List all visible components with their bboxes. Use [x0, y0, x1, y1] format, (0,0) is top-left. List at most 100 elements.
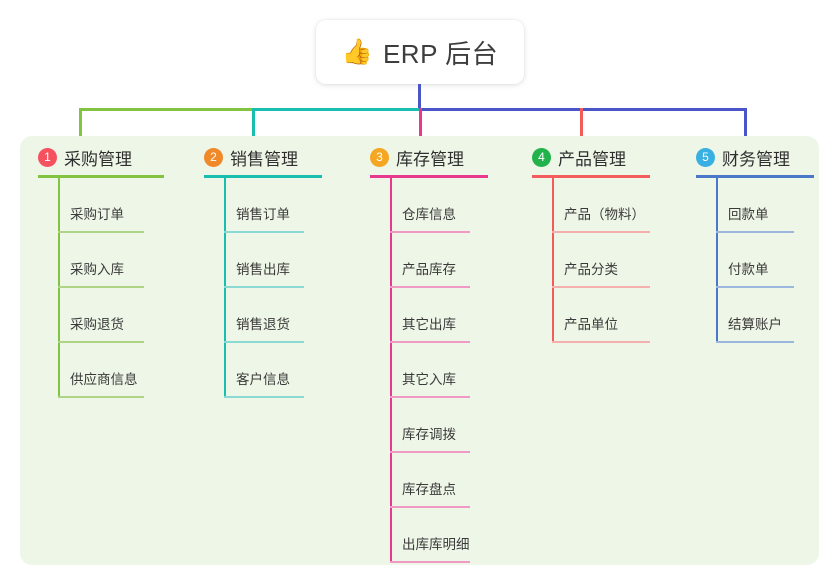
branch-header-3[interactable]: 3 库存管理	[352, 144, 488, 170]
branch-item[interactable]: 库存调拨	[352, 398, 488, 453]
branch-item-rule	[58, 231, 144, 233]
branch-number-badge: 1	[38, 147, 57, 167]
branch-spine	[58, 178, 60, 398]
branch-header-rule	[696, 175, 814, 178]
connector-bus-teal	[252, 108, 419, 111]
branch-header-4[interactable]: 4 产品管理	[514, 144, 650, 170]
branch-item[interactable]: 采购入库	[20, 233, 164, 288]
connector-drop-1	[79, 108, 82, 138]
branch-item-label: 产品分类	[564, 262, 618, 277]
branch-item-label: 库存调拨	[402, 427, 456, 442]
branch-item-label: 销售出库	[236, 262, 290, 277]
branch-item-label: 客户信息	[236, 372, 290, 387]
branch-spine	[224, 178, 226, 398]
branch-item-label: 回款单	[728, 207, 769, 222]
branch-item-rule	[552, 231, 650, 233]
branch-item-rule	[58, 396, 144, 398]
branch-item[interactable]: 销售订单	[186, 178, 322, 233]
branch-item-rule	[552, 341, 650, 343]
connector-drop-3	[419, 108, 422, 138]
branch-item-label: 其它入库	[402, 372, 456, 387]
branch-item[interactable]: 采购订单	[20, 178, 164, 233]
branch-item-label: 结算账户	[728, 317, 782, 332]
connector-bus-green	[79, 108, 252, 111]
branch-title: 产品管理	[558, 149, 626, 169]
branch-item[interactable]: 销售退货	[186, 288, 322, 343]
branch-item-rule	[390, 561, 470, 563]
branch-item-rule	[224, 231, 304, 233]
branch-item[interactable]: 产品单位	[514, 288, 650, 343]
diagram-panel	[20, 136, 819, 565]
branch-item-label: 付款单	[728, 262, 769, 277]
connector-drop-5	[744, 108, 747, 138]
branch-spine	[716, 178, 718, 343]
branch-item[interactable]: 销售出库	[186, 233, 322, 288]
branch-item-rule	[390, 451, 470, 453]
branch-item-label: 产品库存	[402, 262, 456, 277]
branch-column-4[interactable]: 4 产品管理产品（物料） 产品分类产品单位	[514, 144, 650, 343]
branch-item[interactable]: 出库库明细	[352, 508, 488, 563]
branch-title: 销售管理	[230, 149, 298, 169]
branch-item-label: 采购入库	[70, 262, 124, 277]
branch-item[interactable]: 供应商信息	[20, 343, 164, 398]
branch-item[interactable]: 采购退货	[20, 288, 164, 343]
branch-header-rule	[370, 175, 488, 178]
branch-item[interactable]: 结算账户	[678, 288, 814, 343]
branch-item-rule	[58, 341, 144, 343]
branch-item-rule	[390, 286, 470, 288]
branch-item-rule	[716, 286, 794, 288]
root-node[interactable]: 👍 ERP 后台	[316, 20, 524, 84]
branch-item-label: 采购退货	[70, 317, 124, 332]
branch-spine	[552, 178, 554, 343]
branch-item[interactable]: 付款单	[678, 233, 814, 288]
branch-header-rule	[204, 175, 322, 178]
branch-item-label: 采购订单	[70, 207, 124, 222]
branch-header-rule	[38, 175, 164, 178]
branch-item[interactable]: 产品库存	[352, 233, 488, 288]
branch-body: 采购订单采购入库采购退货供应商信息	[20, 178, 164, 398]
branch-header-1[interactable]: 1 采购管理	[20, 144, 164, 170]
branch-title: 库存管理	[396, 149, 464, 169]
branch-item-rule	[390, 341, 470, 343]
root-title: ERP 后台	[382, 38, 499, 69]
branch-item-label: 供应商信息	[70, 372, 138, 387]
branch-number-badge: 4	[532, 147, 551, 167]
connector-root-stem	[418, 84, 421, 110]
connector-drop-2	[252, 108, 255, 138]
branch-item-rule	[224, 341, 304, 343]
branch-number-badge: 3	[370, 147, 389, 167]
branch-item[interactable]: 产品（物料）	[514, 178, 650, 233]
branch-item[interactable]: 客户信息	[186, 343, 322, 398]
branch-item-rule	[716, 231, 794, 233]
branch-item-label: 销售订单	[236, 207, 290, 222]
branch-column-3[interactable]: 3 库存管理仓库信息产品库存其它出库其它入库库存调拨库存盘点出库库明细	[352, 144, 488, 563]
branch-item[interactable]: 产品分类	[514, 233, 650, 288]
branch-item-rule	[390, 231, 470, 233]
branch-item-label: 仓库信息	[402, 207, 456, 222]
connector-drop-4	[580, 108, 583, 138]
branch-item-rule	[716, 341, 794, 343]
branch-item-rule	[552, 286, 650, 288]
branch-title: 采购管理	[64, 149, 132, 169]
branch-item-label: 产品（物料）	[564, 207, 645, 222]
branch-item[interactable]: 库存盘点	[352, 453, 488, 508]
branch-item[interactable]: 其它入库	[352, 343, 488, 398]
branch-item-rule	[390, 396, 470, 398]
branch-item[interactable]: 其它出库	[352, 288, 488, 343]
branch-item[interactable]: 仓库信息	[352, 178, 488, 233]
branch-item-rule	[58, 286, 144, 288]
branch-item-rule	[224, 286, 304, 288]
thumbs-up-icon: 👍	[341, 37, 373, 66]
branch-body: 回款单付款单结算账户	[678, 178, 814, 343]
branch-item-rule	[224, 396, 304, 398]
branch-number-badge: 5	[696, 147, 715, 167]
branch-body: 产品（物料） 产品分类产品单位	[514, 178, 650, 343]
branch-column-1[interactable]: 1 采购管理采购订单采购入库采购退货供应商信息	[20, 144, 164, 398]
branch-item[interactable]: 回款单	[678, 178, 814, 233]
branch-spine	[390, 178, 392, 563]
branch-item-label: 销售退货	[236, 317, 290, 332]
